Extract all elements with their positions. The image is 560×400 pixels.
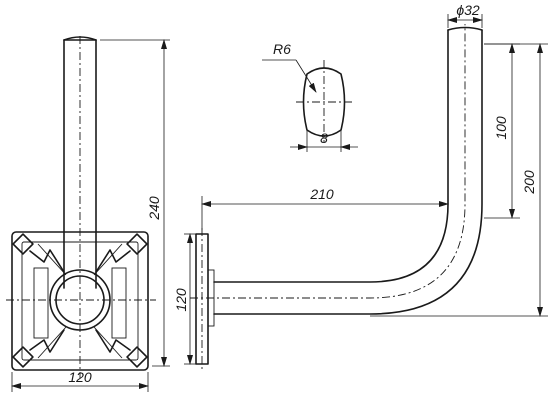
label-8: 8: [320, 130, 328, 146]
label-240: 240: [146, 196, 162, 221]
mounting-holes: [12, 233, 148, 368]
dimension-height-120: 120: [173, 233, 196, 365]
slot-detail: R6 8: [262, 41, 358, 152]
label-120-height: 120: [173, 288, 189, 312]
dimension-diameter: ϕ32: [447, 2, 483, 28]
dimension-200: 200: [370, 43, 548, 317]
stiffening-ribs: [29, 243, 131, 359]
bent-pipe: [213, 29, 449, 283]
label-210: 210: [309, 186, 334, 202]
front-view: 240 120: [6, 36, 170, 392]
dimension-height-240: 240: [100, 39, 170, 367]
dimension-length-210: 210: [201, 186, 449, 230]
label-120-width: 120: [68, 369, 92, 385]
label-diameter: ϕ32: [456, 2, 480, 18]
dimension-100: 100: [484, 43, 520, 219]
label-200: 200: [521, 170, 537, 195]
label-r6: R6: [273, 41, 291, 57]
label-100: 100: [493, 116, 509, 140]
vertical-pipe: [63, 36, 97, 378]
dimension-width-120: 120: [11, 369, 149, 392]
side-view: 210 120 ϕ32 100 200: [173, 2, 548, 372]
